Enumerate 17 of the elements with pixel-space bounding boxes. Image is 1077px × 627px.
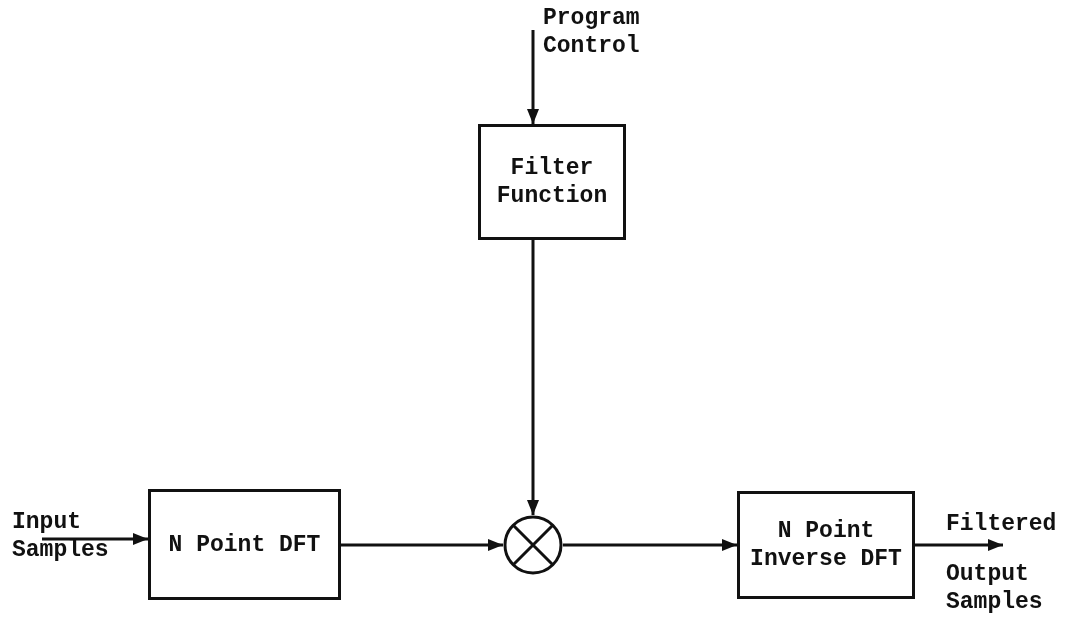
arrow: [915, 539, 1003, 551]
process-box: [148, 489, 341, 600]
box-text: N Point Inverse DFT: [749, 517, 903, 573]
multiplier-circle: [503, 515, 563, 575]
signal-label: Input Samples: [12, 508, 122, 568]
arrow: [42, 533, 148, 545]
signal-label: Output Samples: [946, 560, 1044, 616]
box-text: Filter Function: [495, 154, 609, 210]
box-text: N Point DFT: [168, 530, 321, 559]
arrow: [563, 539, 737, 551]
arrow: [527, 240, 539, 515]
signal-label: Program Control: [543, 4, 663, 64]
signal-label: Filtered: [946, 510, 1064, 538]
arrow: [527, 30, 539, 124]
process-box: [478, 124, 626, 240]
process-box: [737, 491, 915, 599]
arrow: [341, 539, 503, 551]
